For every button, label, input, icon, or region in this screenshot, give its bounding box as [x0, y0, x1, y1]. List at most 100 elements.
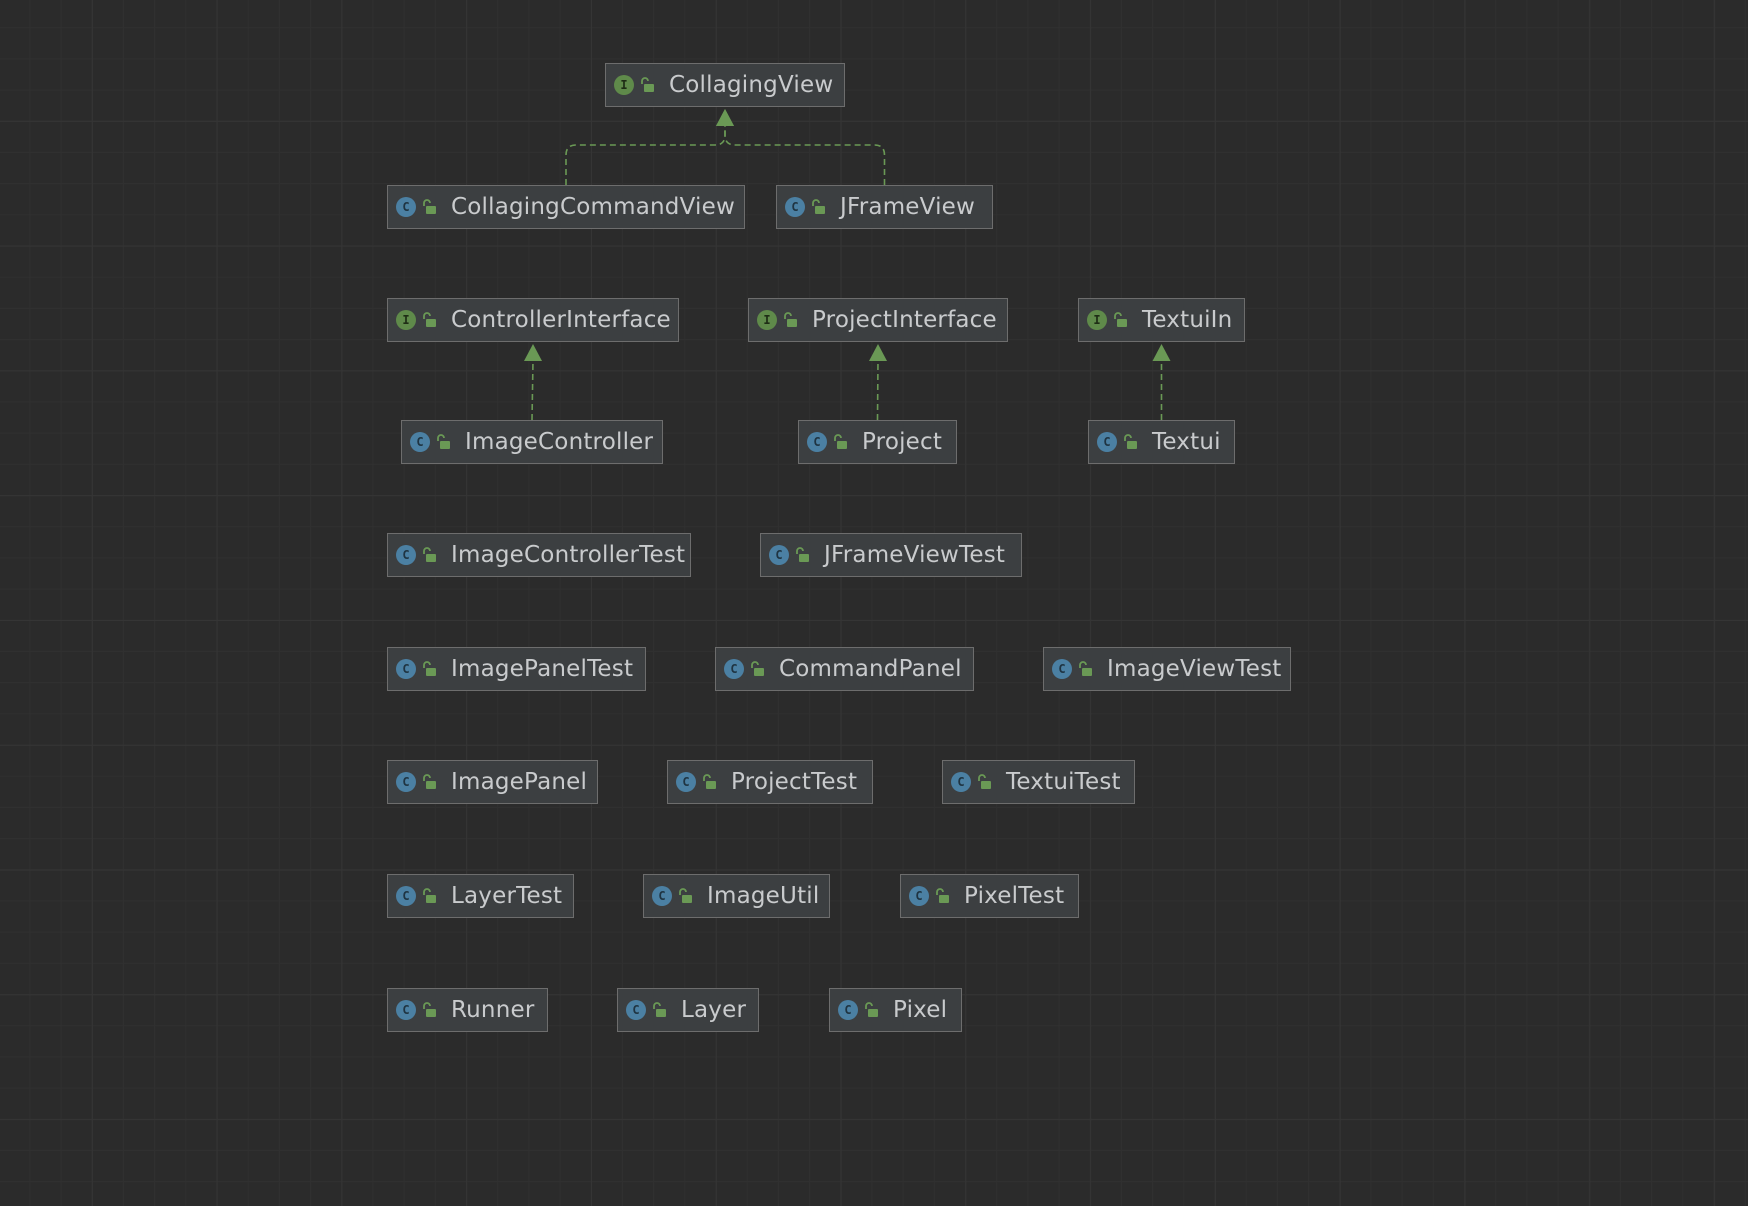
interface-icon: I	[757, 310, 777, 330]
class-icon: C	[396, 197, 416, 217]
interface-icon: I	[614, 75, 634, 95]
node-label: ProjectTest	[731, 769, 858, 795]
node-project-test[interactable]: C ProjectTest	[667, 760, 873, 804]
node-jframe-view-test[interactable]: C JFrameViewTest	[760, 533, 1022, 577]
public-lock-icon	[976, 773, 1006, 791]
node-label: ImageViewTest	[1107, 656, 1282, 682]
node-label: PixelTest	[964, 883, 1065, 909]
edge-project-to-project-interface	[869, 344, 887, 421]
public-lock-icon	[639, 76, 669, 94]
node-pixel-test[interactable]: C PixelTest	[900, 874, 1079, 918]
class-icon: C	[909, 886, 929, 906]
class-icon: C	[785, 197, 805, 217]
node-textui-test[interactable]: C TextuiTest	[942, 760, 1135, 804]
edge-collaging-command-view-to-collaging-view	[565, 109, 734, 185]
public-lock-icon	[701, 773, 731, 791]
node-image-util[interactable]: C ImageUtil	[643, 874, 830, 918]
public-lock-icon	[651, 1001, 681, 1019]
node-label: JFrameViewTest	[824, 542, 1006, 568]
public-lock-icon	[749, 660, 779, 678]
arrowhead	[1152, 344, 1171, 361]
node-pixel[interactable]: C Pixel	[829, 988, 962, 1032]
node-label: Layer	[681, 997, 747, 1023]
node-layer[interactable]: C Layer	[617, 988, 759, 1032]
public-lock-icon	[421, 546, 451, 564]
arrowhead	[524, 344, 542, 361]
public-lock-icon	[421, 198, 451, 216]
public-lock-icon	[1077, 660, 1107, 678]
node-label: JFrameView	[840, 194, 976, 220]
node-label: Runner	[451, 997, 535, 1023]
node-label: ImageControllerTest	[451, 542, 686, 568]
class-icon: C	[626, 1000, 646, 1020]
node-label: CollagingView	[669, 72, 834, 98]
class-icon: C	[951, 772, 971, 792]
node-jframe-view[interactable]: C JFrameView	[776, 185, 993, 229]
public-lock-icon	[421, 773, 451, 791]
node-image-panel-test[interactable]: C ImagePanelTest	[387, 647, 646, 691]
public-lock-icon	[1112, 311, 1142, 329]
public-lock-icon	[1122, 433, 1152, 451]
node-label: ProjectInterface	[812, 307, 997, 333]
node-collaging-command-view[interactable]: C CollagingCommandView	[387, 185, 745, 229]
class-icon: C	[1097, 432, 1117, 452]
class-icon: C	[676, 772, 696, 792]
public-lock-icon	[782, 311, 812, 329]
interface-icon: I	[396, 310, 416, 330]
node-label: ImageUtil	[707, 883, 820, 909]
public-lock-icon	[421, 311, 451, 329]
node-label: Pixel	[893, 997, 948, 1023]
node-textui[interactable]: C Textui	[1088, 420, 1235, 464]
node-controller-interface[interactable]: I ControllerInterface	[387, 298, 679, 342]
node-layer-test[interactable]: C LayerTest	[387, 874, 574, 918]
node-label: Textui	[1152, 429, 1221, 455]
node-label: CollagingCommandView	[451, 194, 735, 220]
arrowhead	[716, 109, 734, 126]
node-label: CommandPanel	[779, 656, 962, 682]
class-icon: C	[769, 545, 789, 565]
node-image-controller[interactable]: C ImageController	[401, 420, 663, 464]
class-icon: C	[807, 432, 827, 452]
node-image-controller-test[interactable]: C ImageControllerTest	[387, 533, 691, 577]
node-command-panel[interactable]: C CommandPanel	[715, 647, 974, 691]
class-icon: C	[396, 886, 416, 906]
node-label: ControllerInterface	[451, 307, 671, 333]
node-label: LayerTest	[451, 883, 563, 909]
public-lock-icon	[863, 1001, 893, 1019]
class-icon: C	[724, 659, 744, 679]
edge-jframe-view-to-collaging-view	[716, 109, 886, 185]
class-icon: C	[396, 772, 416, 792]
public-lock-icon	[421, 660, 451, 678]
node-label: ImagePanelTest	[451, 656, 634, 682]
class-icon: C	[652, 886, 672, 906]
edge-image-controller-to-controller-interface	[524, 344, 542, 421]
public-lock-icon	[435, 433, 465, 451]
node-project[interactable]: C Project	[798, 420, 957, 464]
class-icon: C	[838, 1000, 858, 1020]
public-lock-icon	[794, 546, 824, 564]
node-project-interface[interactable]: I ProjectInterface	[748, 298, 1008, 342]
class-icon: C	[396, 545, 416, 565]
node-label: TextuiTest	[1006, 769, 1121, 795]
public-lock-icon	[677, 887, 707, 905]
class-icon: C	[396, 1000, 416, 1020]
node-runner[interactable]: C Runner	[387, 988, 548, 1032]
public-lock-icon	[810, 198, 840, 216]
class-icon: C	[410, 432, 430, 452]
node-label: ImageController	[465, 429, 654, 455]
class-icon: C	[396, 659, 416, 679]
arrowhead	[869, 344, 887, 361]
public-lock-icon	[934, 887, 964, 905]
public-lock-icon	[832, 433, 862, 451]
public-lock-icon	[421, 887, 451, 905]
edge-textui-to-textui-in	[1152, 344, 1171, 420]
public-lock-icon	[421, 1001, 451, 1019]
node-label: TextuiIn	[1142, 307, 1233, 333]
node-collaging-view[interactable]: I CollagingView	[605, 63, 845, 107]
node-label: Project	[862, 429, 943, 455]
